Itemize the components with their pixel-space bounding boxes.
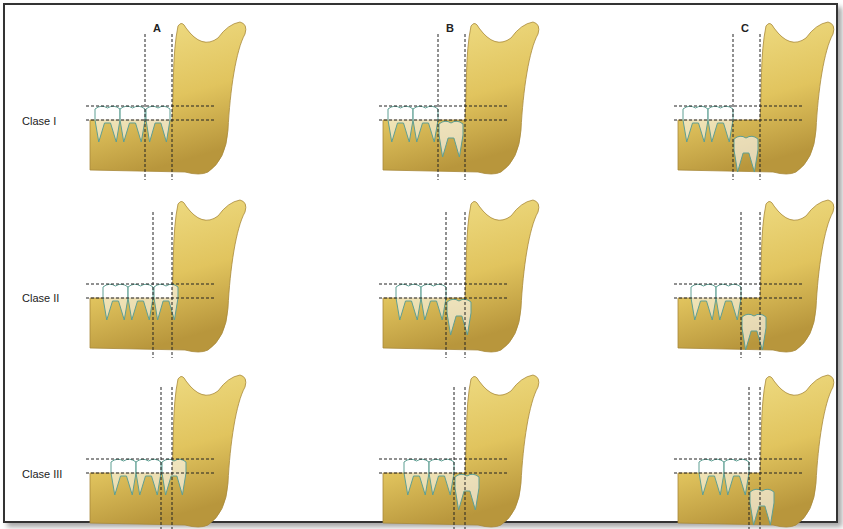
third-molar	[162, 459, 186, 495]
mandible-bone	[90, 375, 246, 527]
reference-line	[153, 212, 154, 358]
molar-tooth	[716, 284, 741, 320]
reference-line	[749, 387, 750, 529]
reference-line	[379, 120, 509, 121]
molar-tooth	[388, 106, 413, 142]
row-label: Clase I	[22, 116, 56, 127]
frame	[3, 3, 838, 523]
third-molar	[439, 121, 463, 157]
reference-line	[465, 34, 466, 180]
molar-tooth	[404, 459, 429, 495]
reference-line	[465, 212, 466, 358]
column-letter: C	[741, 23, 749, 34]
reference-line	[674, 120, 804, 121]
mandible-bone	[90, 200, 246, 352]
reference-line	[674, 459, 804, 460]
molar-tooth	[724, 459, 749, 495]
third-molar	[146, 106, 170, 142]
mandible-bone	[678, 22, 834, 174]
mandible-figure	[86, 375, 246, 529]
mandible-bone	[90, 22, 246, 174]
reference-line	[674, 106, 804, 107]
mandible-bone	[678, 375, 834, 527]
third-molar	[750, 489, 774, 525]
mandible-figure	[86, 22, 246, 180]
reference-line	[733, 34, 734, 180]
molar-tooth	[413, 106, 438, 142]
molar-tooth	[699, 459, 724, 495]
reference-line	[454, 387, 455, 529]
molar-tooth	[95, 106, 120, 142]
molar-tooth	[421, 284, 446, 320]
molar-tooth	[120, 106, 145, 142]
reference-line	[86, 298, 216, 299]
reference-line	[674, 473, 804, 474]
reference-line	[161, 387, 162, 529]
reference-line	[674, 284, 804, 285]
reference-line	[465, 387, 466, 529]
reference-line	[446, 212, 447, 358]
third-molar	[734, 136, 758, 172]
mandible-figure	[674, 22, 834, 180]
reference-line	[379, 473, 509, 474]
third-molar	[455, 474, 479, 510]
reference-line	[86, 106, 216, 107]
row-label: Clase II	[22, 293, 59, 304]
reference-line	[86, 284, 216, 285]
molar-tooth	[429, 459, 454, 495]
third-molar	[742, 314, 766, 350]
reference-line	[760, 34, 761, 180]
molar-tooth	[111, 459, 136, 495]
reference-line	[379, 284, 509, 285]
mandible-figure	[86, 200, 246, 358]
reference-line	[86, 459, 216, 460]
reference-line	[674, 298, 804, 299]
reference-line	[86, 473, 216, 474]
reference-line	[760, 212, 761, 358]
molar-tooth	[128, 284, 153, 320]
third-molar	[154, 284, 178, 320]
column-letter: A	[153, 23, 161, 34]
third-molar	[447, 299, 471, 335]
mandible-bone	[678, 200, 834, 352]
molar-tooth	[136, 459, 161, 495]
mandible-bone	[383, 375, 539, 527]
reference-line	[379, 106, 509, 107]
reference-line	[379, 298, 509, 299]
reference-line	[172, 212, 173, 358]
mandible-bone	[383, 22, 539, 174]
reference-line	[86, 120, 216, 121]
reference-line	[145, 34, 146, 180]
reference-line	[438, 34, 439, 180]
mandible-figure	[674, 375, 834, 529]
reference-line	[172, 387, 173, 529]
molar-tooth	[683, 106, 708, 142]
molar-tooth	[708, 106, 733, 142]
column-letter: B	[446, 23, 454, 34]
reference-line	[172, 34, 173, 180]
reference-line	[760, 387, 761, 529]
reference-line	[741, 212, 742, 358]
mandible-figure	[379, 375, 539, 529]
mandible-figure	[379, 200, 539, 358]
reference-line	[379, 459, 509, 460]
molar-tooth	[103, 284, 128, 320]
mandible-figure	[379, 22, 539, 180]
mandible-bone	[383, 200, 539, 352]
row-label: Clase III	[22, 469, 62, 480]
mandible-figure	[674, 200, 834, 358]
molar-tooth	[396, 284, 421, 320]
molar-tooth	[691, 284, 716, 320]
